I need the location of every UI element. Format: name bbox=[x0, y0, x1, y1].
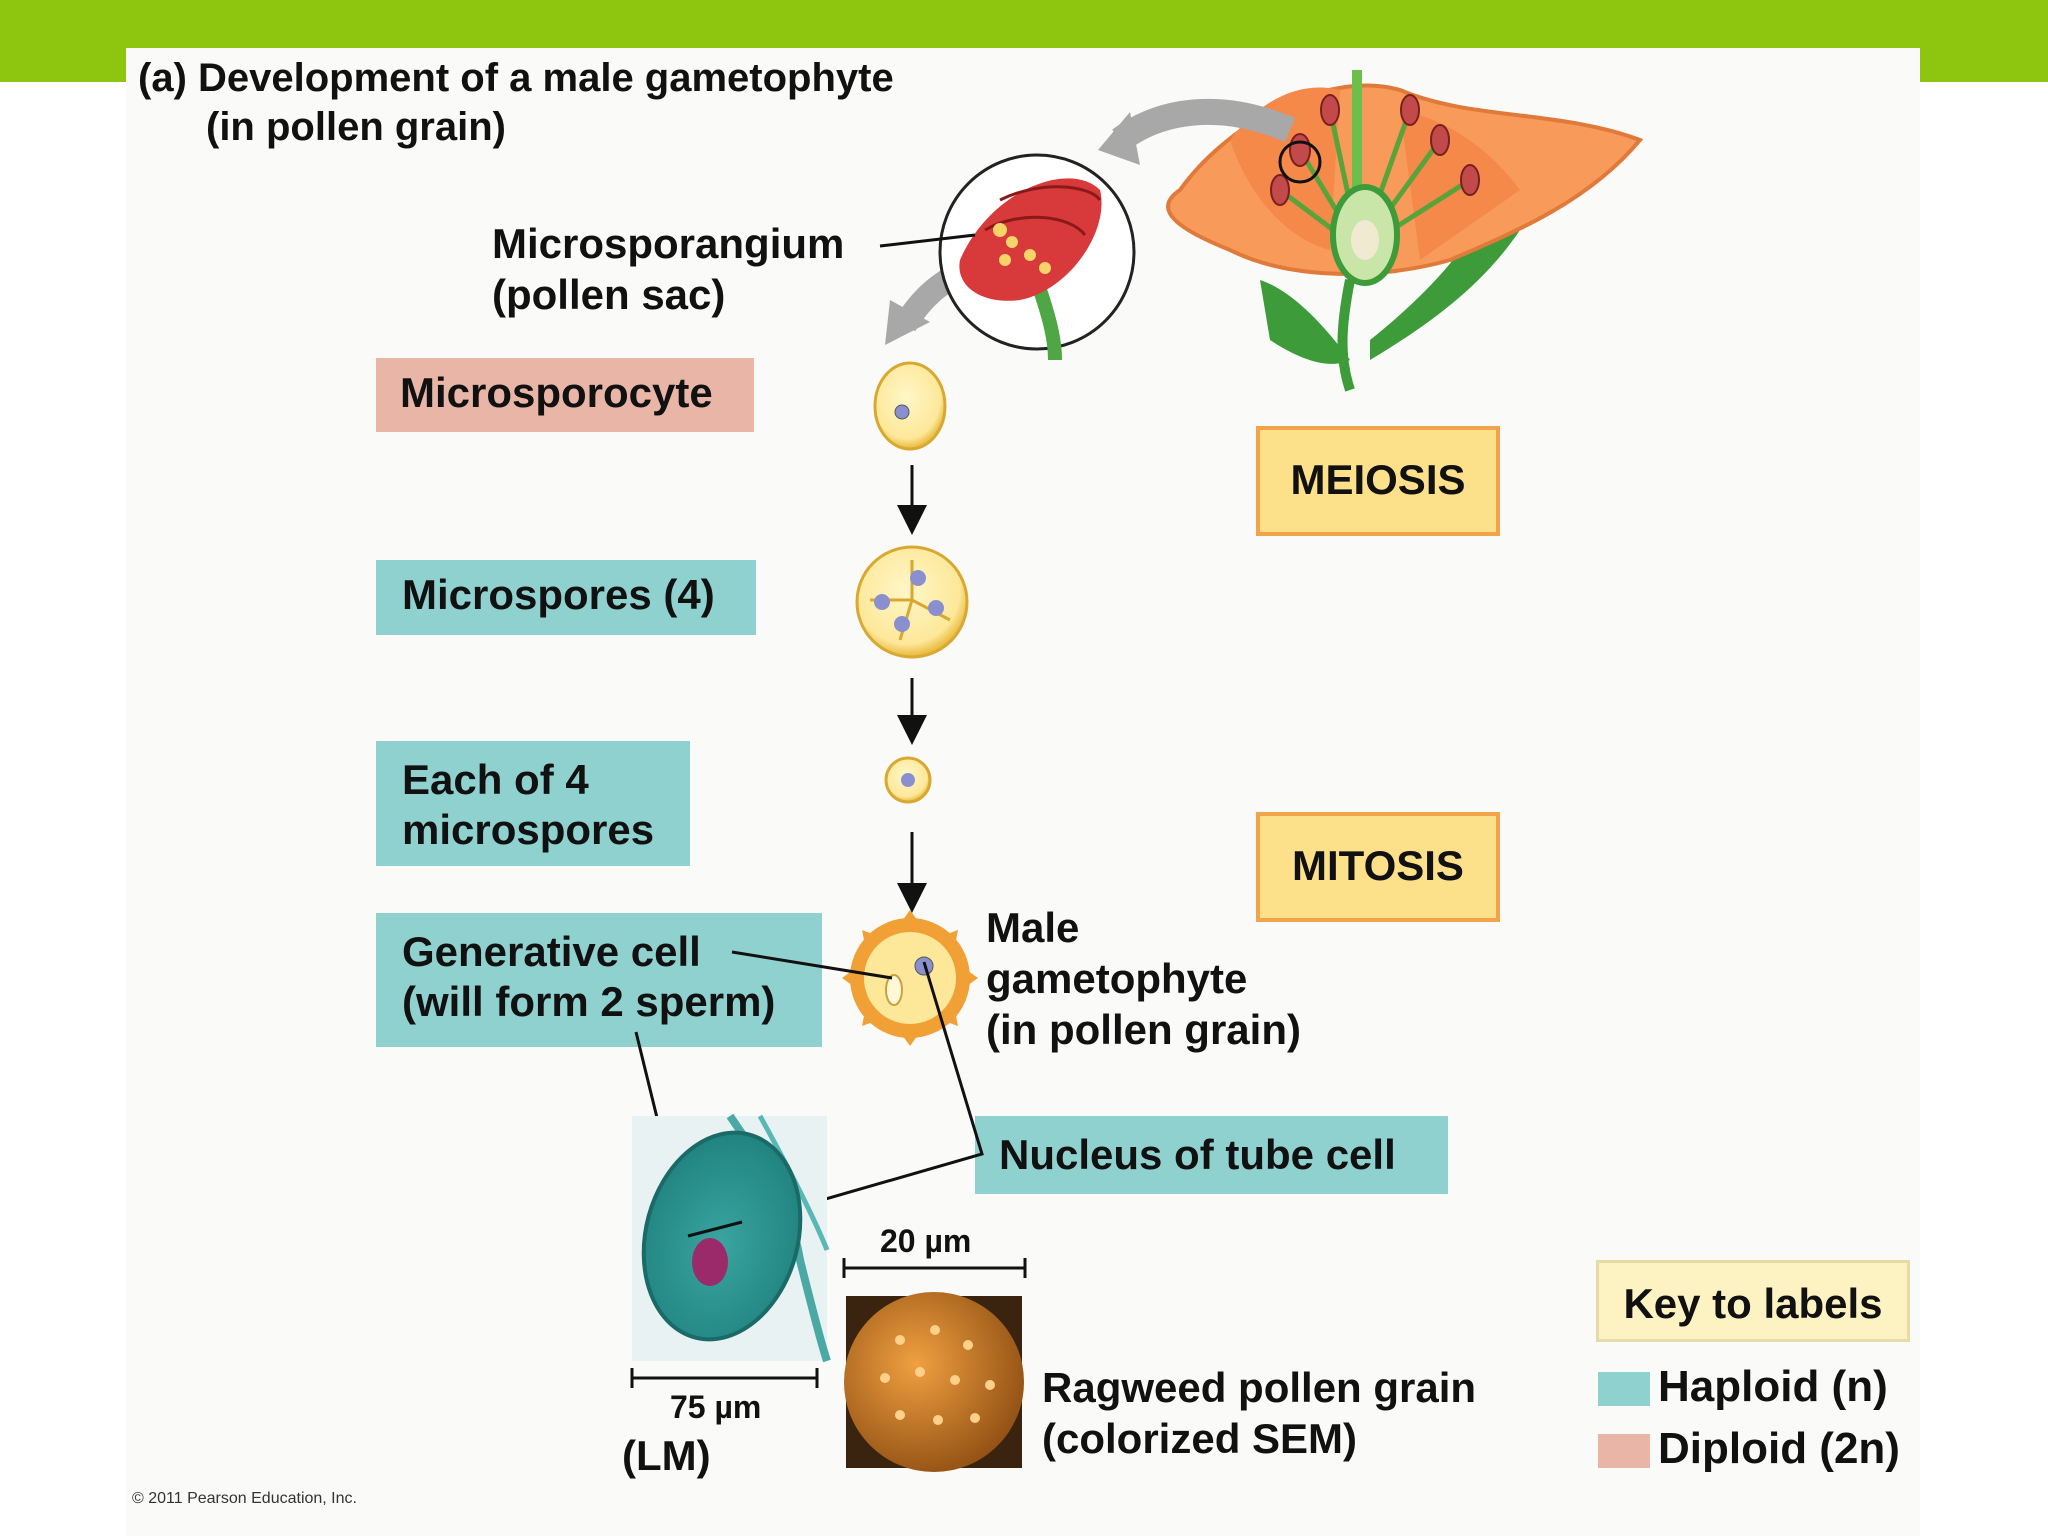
figure-title-line2: (in pollen grain) bbox=[206, 105, 506, 149]
microsporangium-pointer bbox=[879, 233, 976, 248]
key-title: Key to labels bbox=[1596, 1260, 1910, 1342]
top-accent-bar bbox=[0, 0, 2048, 48]
meiosis-label: MEIOSIS bbox=[1256, 426, 1500, 536]
anther-icon bbox=[938, 153, 1136, 361]
each-of-4-microspores-label: Each of 4 microspores bbox=[376, 741, 690, 866]
pollen-micrograph-icon bbox=[632, 1113, 831, 1363]
male-gametophyte-label: Male gametophyte (in pollen grain) bbox=[986, 904, 1301, 1054]
top-accent-bar-right bbox=[1920, 48, 2048, 82]
microsporangium-label: Microsporangium (pollen sac) bbox=[492, 220, 845, 319]
microsporocyte-cell-icon bbox=[873, 361, 947, 451]
scale-bars bbox=[630, 1258, 1027, 1388]
microspores-label: Microspores (4) bbox=[376, 560, 756, 635]
pollen-grain-icon bbox=[842, 910, 978, 1046]
figure-title-line1: (a) Development of a male gametophyte bbox=[138, 56, 894, 100]
ragweed-label: Ragweed pollen grain (colorized SEM) bbox=[1042, 1364, 1477, 1463]
generative-cell-label: Generative cell (will form 2 sperm) bbox=[376, 913, 822, 1047]
diploid-key-label: Diploid (2n) bbox=[1658, 1424, 1900, 1473]
lm-label: (LM) bbox=[622, 1432, 711, 1479]
sem-pollen-icon bbox=[844, 1292, 1024, 1472]
diploid-swatch bbox=[1598, 1434, 1650, 1468]
scale-75um-label: 75 µm bbox=[670, 1389, 762, 1425]
microsporocyte-label: Microsporocyte bbox=[376, 358, 754, 432]
top-accent-bar-left bbox=[0, 48, 126, 82]
scale-20um-label: 20 µm bbox=[880, 1223, 972, 1259]
copyright-notice: © 2011 Pearson Education, Inc. bbox=[132, 1490, 357, 1507]
haploid-key-label: Haploid (n) bbox=[1658, 1362, 1888, 1411]
microspore-tetrad-icon bbox=[855, 545, 969, 659]
nucleus-tube-cell-label: Nucleus of tube cell bbox=[975, 1116, 1448, 1194]
mitosis-label: MITOSIS bbox=[1256, 812, 1500, 922]
haploid-swatch bbox=[1598, 1372, 1650, 1406]
